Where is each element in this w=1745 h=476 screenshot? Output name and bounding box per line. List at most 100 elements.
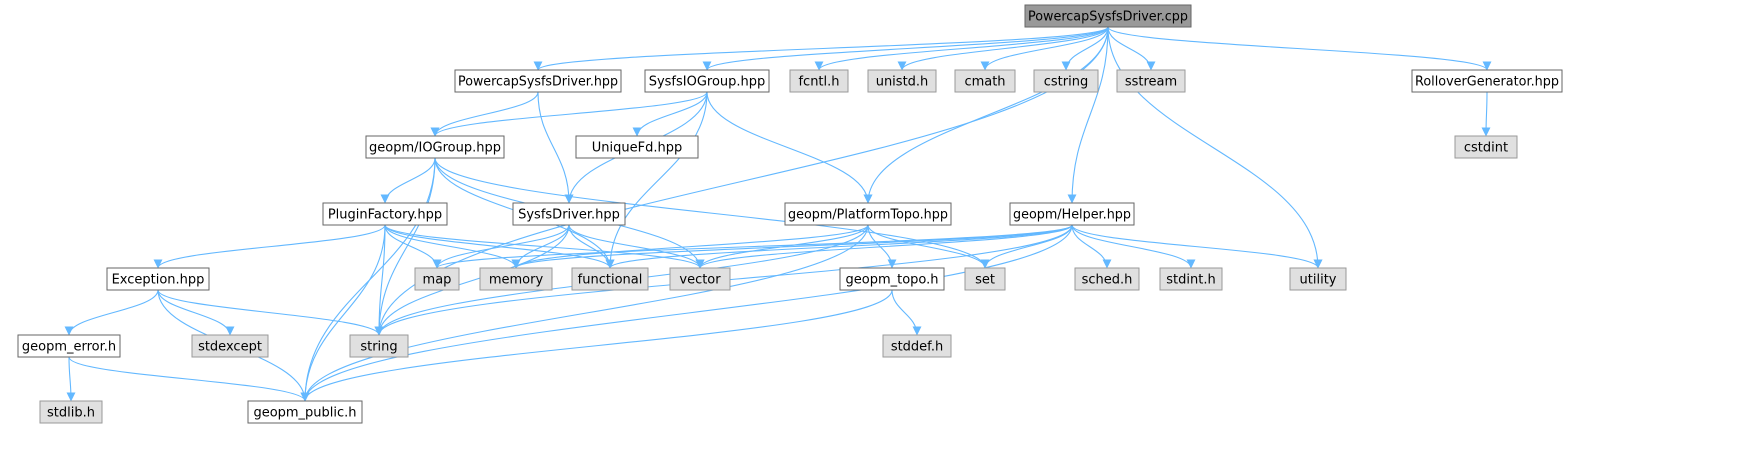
edge-sysfsio-to-platformtopo [706, 91, 873, 204]
node-label-sysfsio: SysfsIOGroup.hpp [649, 75, 766, 90]
node-box-platformtopo [784, 202, 952, 226]
node-label-sysfsdriver: SysfsDriver.hpp [518, 208, 620, 223]
node-helper[interactable]: geopm/Helper.hpp [1009, 202, 1135, 226]
edge-pluginfactory-to-memory [384, 224, 521, 269]
node-label-exception: Exception.hpp [112, 273, 205, 288]
node-label-stdlib: stdlib.h [47, 406, 95, 421]
node-box-stdlib [39, 400, 103, 424]
node-box-utility [1289, 267, 1347, 291]
node-label-sstream: sstream [1125, 75, 1177, 90]
node-label-sched: sched.h [1082, 273, 1133, 288]
node-geopm_topo[interactable]: geopm_topo.h [839, 267, 945, 291]
node-sysfsio[interactable]: SysfsIOGroup.hpp [644, 69, 770, 93]
edge-geopm_topo-to-stddef [891, 289, 922, 336]
node-label-uniquefd: UniqueFd.hpp [592, 141, 682, 156]
edge-geopm_topo-to-geopm_public [300, 289, 893, 402]
node-iogroup[interactable]: geopm/IOGroup.hpp [365, 135, 505, 159]
edge-root-to-cstring [1061, 26, 1109, 71]
node-fcntl: fcntl.h [789, 69, 849, 93]
edge-psd_hpp-to-sysfsdriver [537, 91, 574, 204]
node-label-cmath: cmath [964, 75, 1005, 90]
node-box-geopm_error [17, 334, 121, 358]
edge-root-to-platformtopo [863, 26, 1109, 204]
node-box-cstdint [1454, 135, 1518, 159]
edge-geopm_error-to-stdlib [66, 356, 76, 402]
node-box-geopm_topo [839, 267, 945, 291]
edge-helper-to-memory [511, 224, 1073, 269]
edge-exception-to-stdexcept [157, 289, 235, 336]
node-label-stddef: stddef.h [891, 340, 943, 355]
node-functional: functional [571, 267, 649, 291]
edge-platformtopo-to-geopm_public [300, 224, 869, 402]
edge-sysfsio-to-iogroup [430, 91, 708, 137]
node-label-helper: geopm/Helper.hpp [1013, 208, 1131, 223]
node-label-memory: memory [489, 273, 544, 288]
node-label-psd_hpp: PowercapSysfsDriver.hpp [458, 75, 618, 90]
node-stdlib: stdlib.h [39, 400, 103, 424]
edge-iogroup-to-string [374, 157, 436, 336]
node-sysfsdriver[interactable]: SysfsDriver.hpp [512, 202, 626, 226]
edge-root-to-psd_hpp [533, 26, 1109, 71]
edge-pluginfactory-to-exception [153, 224, 386, 269]
node-label-iogroup: geopm/IOGroup.hpp [369, 141, 501, 156]
node-exception[interactable]: Exception.hpp [106, 267, 210, 291]
edge-pluginfactory-to-string [374, 224, 386, 336]
node-psd_hpp[interactable]: PowercapSysfsDriver.hpp [454, 69, 622, 93]
edge-helper-to-functional [605, 224, 1073, 269]
edge-pluginfactory-to-functional [384, 224, 615, 269]
node-box-iogroup [365, 135, 505, 159]
node-label-root: PowercapSysfsDriver.cpp [1028, 10, 1188, 25]
node-box-memory [479, 267, 553, 291]
node-box-helper [1009, 202, 1135, 226]
edge-sysfsio-to-uniquefd [632, 91, 708, 137]
node-cstdint: cstdint [1454, 135, 1518, 159]
edge-helper-to-map [432, 224, 1073, 269]
node-label-stdint: stdint.h [1166, 273, 1215, 288]
edge-helper-to-vector [695, 224, 1073, 269]
edge-sysfsdriver-to-string [374, 224, 570, 336]
node-stdint: stdint.h [1159, 267, 1223, 291]
node-label-geopm_error: geopm_error.h [22, 340, 116, 355]
node-box-stddef [882, 334, 952, 358]
node-sched: sched.h [1074, 267, 1140, 291]
edge-root-to-cmath [980, 26, 1109, 71]
node-root[interactable]: PowercapSysfsDriver.cpp [1024, 4, 1192, 28]
node-box-unistd [867, 69, 937, 93]
node-box-geopm_public [247, 400, 363, 424]
edge-root-to-sysfsio [702, 26, 1109, 71]
node-cstring: cstring [1033, 69, 1099, 93]
node-box-exception [106, 267, 210, 291]
node-box-stdexcept [191, 334, 269, 358]
node-label-string: string [360, 340, 397, 355]
node-pluginfactory[interactable]: PluginFactory.hpp [322, 202, 448, 226]
edge-root-to-fcntl [814, 26, 1109, 71]
edge-helper-to-utility [1071, 224, 1323, 269]
node-geopm_public[interactable]: geopm_public.h [247, 400, 363, 424]
node-label-geopm_topo: geopm_topo.h [845, 273, 938, 288]
node-label-fcntl: fcntl.h [798, 75, 839, 90]
node-label-set: set [975, 273, 995, 288]
node-label-map: map [423, 273, 452, 288]
node-string: string [349, 334, 409, 358]
node-rollover[interactable]: RolloverGenerator.hpp [1411, 69, 1563, 93]
edge-helper-to-geopm_public [300, 224, 1073, 402]
node-sstream: sstream [1116, 69, 1186, 93]
node-box-vector [669, 267, 731, 291]
node-label-unistd: unistd.h [876, 75, 929, 90]
node-label-vector: vector [679, 273, 721, 288]
node-box-stdint [1159, 267, 1223, 291]
edge-geopm_error-to-geopm_public [68, 356, 310, 402]
node-uniquefd[interactable]: UniqueFd.hpp [575, 135, 699, 159]
node-cmath: cmath [954, 69, 1016, 93]
node-box-psd_hpp [454, 69, 622, 93]
node-label-utility: utility [1300, 273, 1337, 288]
node-set: set [964, 267, 1006, 291]
node-box-sched [1074, 267, 1140, 291]
node-geopm_error[interactable]: geopm_error.h [17, 334, 121, 358]
edge-root-to-utility [1107, 26, 1323, 269]
node-platformtopo[interactable]: geopm/PlatformTopo.hpp [784, 202, 952, 226]
node-layer: PowercapSysfsDriver.cppPowercapSysfsDriv… [17, 4, 1563, 424]
node-box-pluginfactory [322, 202, 448, 226]
node-label-cstring: cstring [1044, 75, 1088, 90]
node-map: map [414, 267, 460, 291]
